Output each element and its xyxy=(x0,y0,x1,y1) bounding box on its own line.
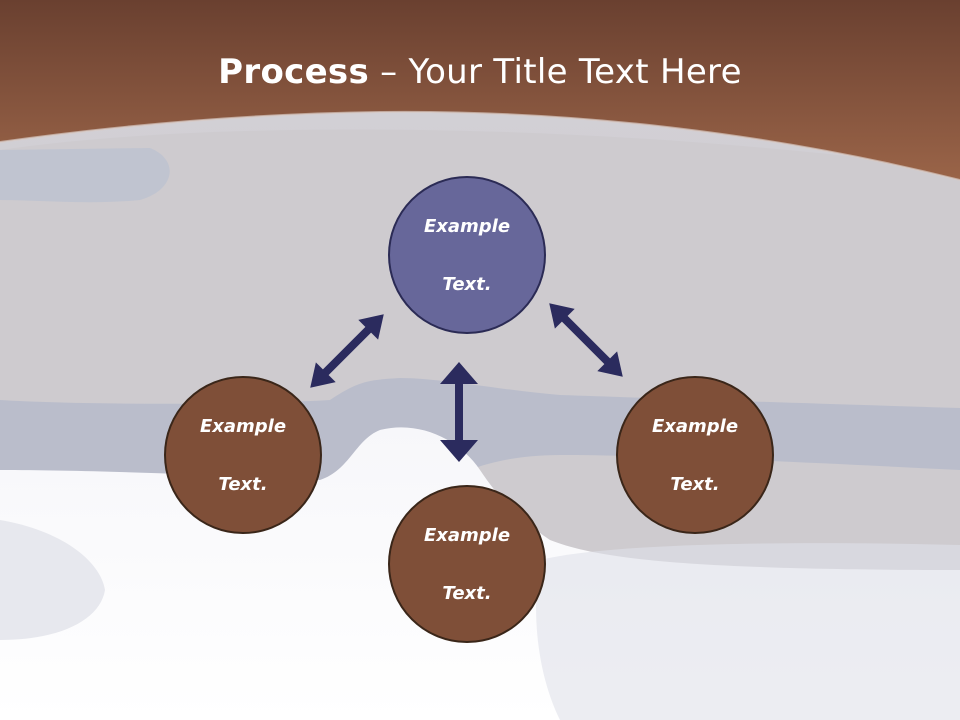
title-bold: Process xyxy=(218,52,370,92)
node-top-line2: Text. xyxy=(442,273,492,295)
title-rest: – Your Title Text Here xyxy=(369,52,742,92)
node-left-line2: Text. xyxy=(218,473,268,495)
slide-title: Process – Your Title Text Here xyxy=(0,52,960,92)
arrow-top-left xyxy=(310,314,384,388)
node-left-line1: Example xyxy=(199,415,287,437)
node-right-line1: Example xyxy=(651,415,739,437)
arrow-top-right xyxy=(549,303,623,377)
node-bottom-line1: Example xyxy=(423,524,511,546)
node-bottom-line2: Text. xyxy=(442,582,492,604)
node-top-line1: Example xyxy=(423,215,511,237)
arrow-top-bottom xyxy=(440,362,478,462)
node-right-line2: Text. xyxy=(670,473,720,495)
